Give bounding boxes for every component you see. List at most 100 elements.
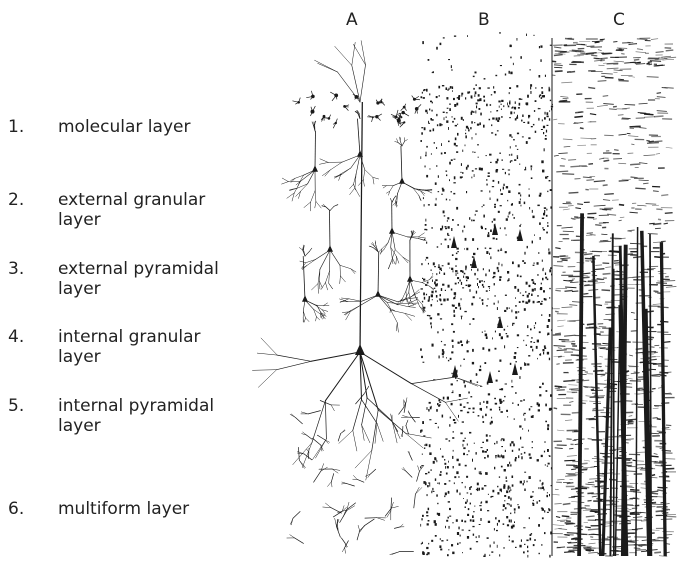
myelin-fibre — [595, 42, 600, 43]
stained-cell — [491, 124, 492, 126]
stained-cell — [464, 273, 466, 275]
myelin-fibre — [589, 401, 601, 402]
stained-cell — [458, 96, 459, 99]
stained-cell — [549, 269, 551, 272]
myelin-fibre — [625, 419, 637, 420]
dendrite-fragment — [408, 452, 412, 461]
molecular-cell — [343, 105, 349, 111]
stained-cell — [477, 278, 479, 279]
stained-cell — [451, 544, 453, 546]
stained-cell — [449, 424, 450, 427]
myelin-fibre — [588, 529, 599, 530]
stained-cell — [482, 302, 483, 304]
stained-cell — [455, 270, 457, 272]
myelin-fibre — [626, 387, 633, 388]
myelin-fibre — [601, 375, 605, 376]
stained-cell — [453, 431, 455, 432]
stained-cell — [433, 379, 435, 380]
stained-cell — [490, 104, 492, 106]
stained-cell — [524, 262, 526, 264]
stained-cell — [448, 263, 450, 265]
myelin-fibre — [603, 96, 609, 97]
stained-cell — [550, 532, 551, 535]
dendrite-fragment — [357, 525, 365, 540]
myelin-fibre — [560, 521, 565, 522]
stained-cell — [516, 85, 518, 87]
stained-cell — [422, 92, 423, 94]
myelin-fibre — [625, 104, 636, 105]
stained-cell — [451, 69, 452, 71]
stained-cell — [529, 476, 531, 479]
stained-cell — [432, 280, 433, 282]
stained-cell — [506, 516, 508, 518]
dendrite-fragment — [317, 435, 329, 443]
myelin-fibre — [619, 134, 627, 135]
stained-cell — [462, 150, 463, 152]
stained-cell — [518, 264, 520, 267]
molecular-cell — [401, 104, 407, 111]
stained-cell — [544, 210, 545, 213]
stained-cell — [429, 109, 430, 111]
myelin-fibre — [649, 223, 655, 224]
stained-cell — [465, 135, 467, 138]
stained-cell — [426, 554, 428, 556]
myelin-fibre — [635, 188, 645, 189]
stained-cell — [440, 471, 442, 473]
stained-cell — [515, 101, 516, 104]
stained-cell — [505, 507, 507, 509]
stained-cell — [444, 117, 445, 120]
myelin-fibre — [585, 285, 590, 286]
stained-cell — [501, 104, 502, 105]
myelin-fibre — [591, 389, 594, 390]
stained-cell — [435, 291, 437, 293]
stained-cell — [447, 540, 449, 541]
stained-cell — [450, 417, 451, 419]
myelin-fibre — [554, 408, 558, 409]
stained-cell — [508, 486, 510, 488]
myelin-fibre — [557, 320, 565, 321]
stained-cell — [520, 276, 522, 278]
stained-cell — [521, 456, 522, 459]
myelin-fibre — [613, 42, 617, 43]
stained-cell — [446, 120, 448, 123]
stained-cell — [494, 443, 495, 445]
stained-cell — [498, 262, 499, 265]
stained-cell — [538, 409, 540, 411]
stained-cell — [448, 245, 450, 248]
myelin-fibre — [654, 141, 662, 142]
stained-cell — [484, 362, 486, 364]
stained-cell — [440, 294, 442, 296]
stained-cell — [465, 266, 467, 269]
stained-cell — [482, 206, 483, 207]
stained-cell — [537, 274, 538, 276]
stained-cell — [445, 526, 446, 528]
myelin-fibre — [555, 489, 559, 490]
stained-cell — [421, 132, 423, 134]
stained-cell — [451, 351, 453, 353]
dendrite-fragment — [365, 518, 386, 521]
stained-cell — [512, 324, 513, 326]
stained-cell — [496, 530, 498, 531]
myelin-fibre — [575, 208, 581, 209]
myelin-fibre — [554, 47, 561, 48]
stained-cell — [467, 35, 468, 37]
stained-cell — [472, 520, 474, 523]
molecular-cell — [321, 115, 325, 122]
stained-cell — [421, 543, 422, 544]
stained-cell — [451, 228, 452, 231]
stained-cell — [435, 423, 437, 424]
myelin-fibre — [593, 371, 603, 372]
stained-cell — [546, 215, 548, 217]
stained-cell — [484, 78, 486, 79]
stained-cell — [549, 87, 550, 89]
stained-cell — [488, 175, 490, 177]
myelin-fibre — [558, 153, 567, 154]
stained-cell — [510, 487, 511, 489]
stained-cell — [448, 226, 450, 229]
dendrite-fragment — [338, 503, 356, 517]
stained-cell — [443, 397, 445, 400]
stained-cell — [428, 59, 430, 61]
myelin-fibre — [569, 305, 577, 306]
stained-cell — [427, 523, 429, 525]
stained-cell — [423, 97, 425, 99]
